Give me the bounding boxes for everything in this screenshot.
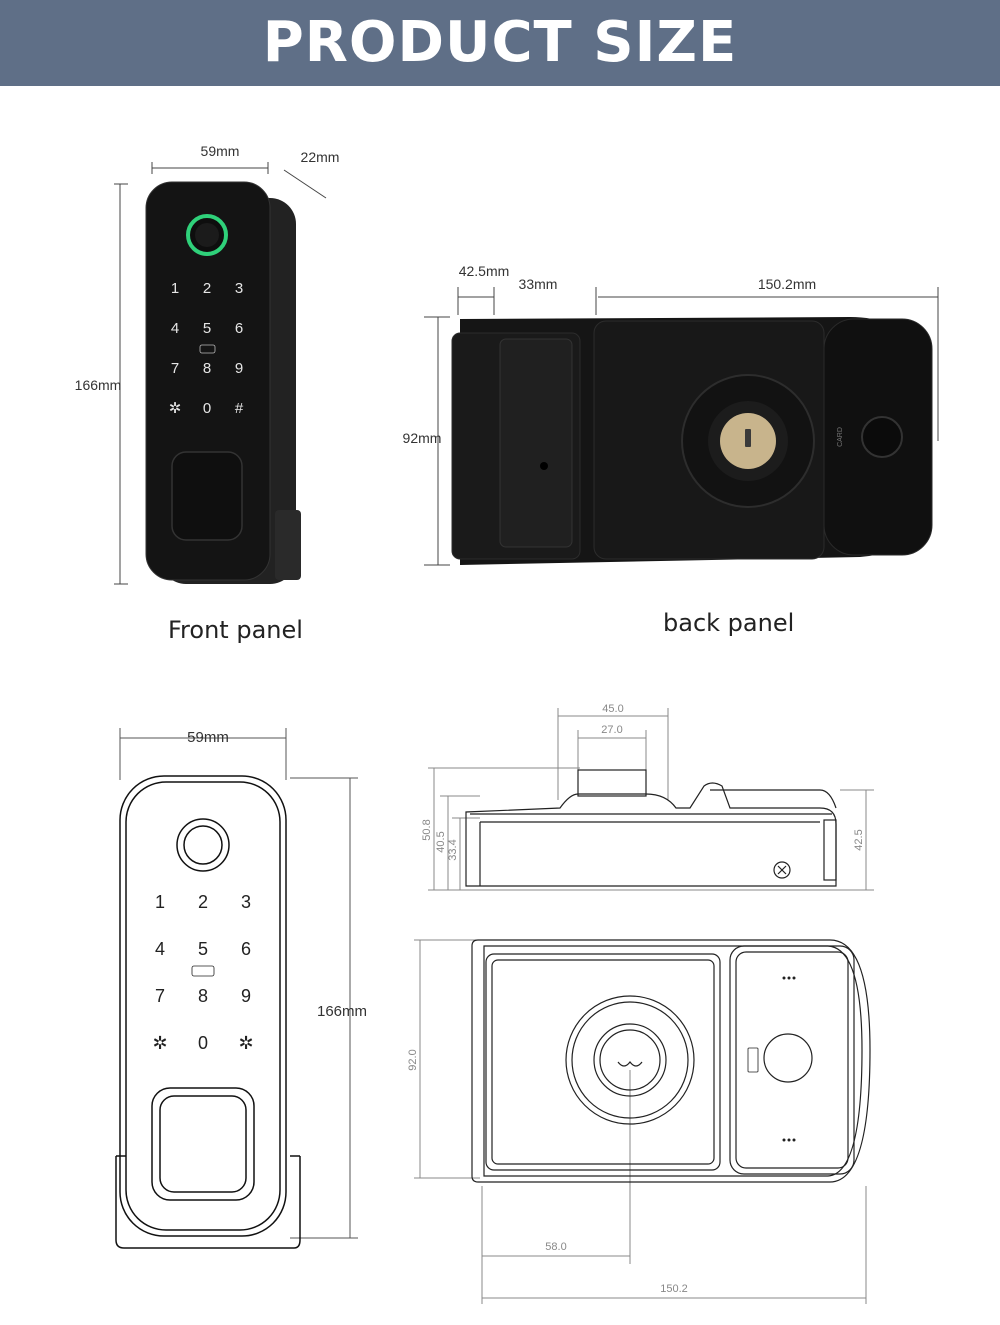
key-1: 2 (203, 280, 211, 297)
page-title: PRODUCT SIZE (262, 10, 738, 75)
top-fingerprint-icon (763, 1033, 813, 1083)
card-badge (199, 344, 216, 354)
top-outer-body (471, 939, 871, 1183)
title-banner (0, 0, 1000, 86)
side-body (465, 782, 837, 887)
key-6: 7 (171, 360, 179, 377)
drawing-card-badge (191, 965, 215, 977)
side-view-drawing: 45.0 27.0 50.8 40.5 33.4 42.5 (421, 703, 874, 891)
key-11: # (235, 400, 244, 417)
drawing-keypad: 1 2 3 4 5 6 7 8 9 ✲ 0 ✲ (152, 892, 253, 1053)
key-7: 8 (203, 360, 211, 377)
back-fingerprint-icon (861, 416, 903, 458)
key-9: ✲ (152, 1033, 167, 1053)
top-bottom-a: 58.0 (545, 1241, 566, 1253)
key-2: 3 (235, 280, 243, 297)
drawing-handle (151, 1087, 255, 1201)
drawing-height-label: 166mm (317, 1003, 367, 1020)
drawing-width-label: 59mm (187, 729, 229, 746)
key-10: 0 (203, 400, 211, 417)
key-2: 3 (241, 892, 251, 912)
front-panel-photo: 59mm 22mm 166mm 1 2 3 4 5 6 7 8 9 ✲ 0 # (75, 143, 340, 585)
key-8: 9 (235, 360, 243, 377)
key-10: 0 (198, 1033, 208, 1053)
key-11: ✲ (238, 1033, 253, 1053)
key-0: 1 (171, 280, 179, 297)
side-left-c: 33.4 (447, 839, 459, 860)
back-panel-photo: 42.5mm 33mm 150.2mm 92mm CARD (403, 263, 939, 566)
back-card-badge: CARD (837, 427, 844, 447)
back-panel-caption: back panel (663, 609, 795, 637)
front-panel-caption: Front panel (168, 616, 303, 644)
side-left-b: 40.5 (435, 831, 447, 852)
front-width-label: 59mm (201, 143, 240, 159)
side-right-a: 42.5 (853, 829, 865, 850)
key-9: ✲ (169, 400, 182, 417)
side-top-a: 45.0 (602, 703, 623, 715)
key-0: 1 (155, 892, 165, 912)
key-4: 5 (203, 320, 211, 337)
front-height-label: 166mm (75, 377, 122, 393)
drawing-outer-shell (119, 775, 287, 1237)
key-6: 7 (155, 986, 165, 1006)
top-view-drawing: 92.0 58.0 150.2 (407, 939, 871, 1304)
top-bottom-b: 150.2 (660, 1283, 688, 1295)
keypad: 1 2 3 4 5 6 7 8 9 ✲ 0 # (169, 280, 244, 417)
side-top-b: 27.0 (601, 724, 622, 736)
key-3: 4 (155, 939, 165, 959)
top-key-cylinder (565, 995, 695, 1125)
key-5: 6 (241, 939, 251, 959)
handle (171, 451, 243, 541)
key-8: 9 (241, 986, 251, 1006)
key-4: 5 (198, 939, 208, 959)
key-7: 8 (198, 986, 208, 1006)
back-dim-a: 42.5mm (459, 263, 510, 279)
key-1: 2 (198, 892, 208, 912)
key-5: 6 (235, 320, 243, 337)
key-3: 4 (171, 320, 179, 337)
front-depth-label: 22mm (301, 149, 340, 165)
drawing-fingerprint-icon (176, 818, 230, 872)
back-dim-b: 33mm (519, 276, 558, 292)
side-left-a: 50.8 (421, 819, 433, 840)
top-height-label: 92.0 (407, 1049, 419, 1070)
back-dim-c: 150.2mm (758, 276, 816, 292)
front-panel-drawing: 59mm 166mm 1 2 3 4 5 6 7 8 9 ✲ 0 ✲ (115, 728, 367, 1249)
back-height-label: 92mm (403, 430, 442, 446)
